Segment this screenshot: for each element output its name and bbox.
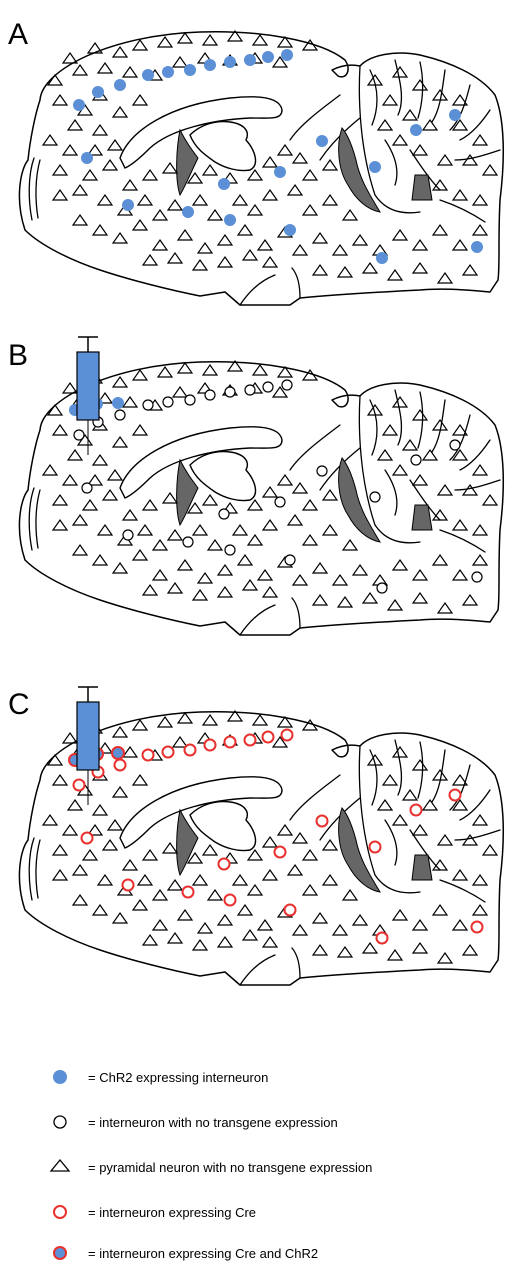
cre-chr2-interneuron [112,747,124,759]
interneuron [282,380,292,390]
interneuron [370,492,380,502]
legend-symbol-cre [54,1206,66,1218]
interneuron [205,390,215,400]
interneuron [472,572,482,582]
chr2-interneuron [274,166,286,178]
cre-interneuron [282,730,293,741]
interneuron [225,387,235,397]
cre-interneuron [317,816,328,827]
legend-item-none: = interneuron with no transgene expressi… [54,1115,338,1130]
cre-interneuron [123,880,134,891]
cre-interneuron [183,887,194,898]
chr2-interneuron [81,152,93,164]
legend-item-cre: = interneuron expressing Cre [54,1205,256,1220]
interneuron [285,555,295,565]
chr2-interneuron [262,51,274,63]
interneuron [225,545,235,555]
cre-interneuron [82,833,93,844]
legend-text-pyramidal: = pyramidal neuron with no transgene exp… [88,1160,372,1175]
interneuron [143,400,153,410]
chr2-interneuron [449,109,461,121]
panel-c-label: C [8,688,30,721]
cre-interneuron [163,747,174,758]
chr2-interneuron [224,214,236,226]
cre-interneuron [115,760,126,771]
interneuron [123,530,133,540]
cre-interneuron [225,737,236,748]
chr2-interneuron [142,69,154,81]
legend-text-cre: = interneuron expressing Cre [88,1205,256,1220]
legend-symbol-chr2 [53,1070,67,1084]
interneuron [74,430,84,440]
cre-interneuron [472,922,483,933]
cre-interneuron [450,790,461,801]
legend-item-pyramidal: = pyramidal neuron with no transgene exp… [51,1160,372,1175]
chr2-interneuron [281,49,293,61]
interneuron [82,483,92,493]
chr2-interneuron [284,224,296,236]
legend-symbol-none [54,1116,66,1128]
legend-text-none: = interneuron with no transgene expressi… [88,1115,338,1130]
chr2-interneuron [369,161,381,173]
interneuron [163,397,173,407]
chr2-interneuron [73,99,85,111]
chr2-interneuron [244,54,256,66]
interneuron [115,410,125,420]
chr2-interneuron [218,178,230,190]
cre-interneuron [275,847,286,858]
cre-interneuron [185,745,196,756]
chr2-interneuron [224,56,236,68]
chr2-interneuron [204,59,216,71]
cre-interneuron [377,933,388,944]
legend-item-cre-chr2: = interneuron expressing Cre and ChR2 [54,1246,318,1261]
cre-interneuron [263,732,274,743]
chr2-interneuron [182,206,194,218]
chr2-interneuron [410,124,422,136]
cre-interneuron [245,735,256,746]
interneuron [183,537,193,547]
cre-interneuron [219,859,230,870]
interneuron [219,509,229,519]
interneuron [450,440,460,450]
interneuron [377,583,387,593]
chr2-interneuron [122,199,134,211]
chr2-interneuron [162,66,174,78]
chr2-interneuron [92,86,104,98]
chr2-interneuron [184,64,196,76]
legend-symbol-cre-chr2 [54,1247,66,1259]
chr2-interneuron [316,135,328,147]
interneuron [411,455,421,465]
legend-symbol-pyramidal [51,1160,69,1171]
legend: = ChR2 expressing interneuron = interneu… [51,1070,372,1261]
cre-interneuron [285,905,296,916]
panel-b-label: B [8,339,28,372]
interneuron [245,385,255,395]
legend-text-cre-chr2: = interneuron expressing Cre and ChR2 [88,1246,318,1261]
cre-interneuron [205,740,216,751]
cre-interneuron [225,895,236,906]
interneuron [275,497,285,507]
brain-section-a [19,31,503,305]
cre-interneuron [74,780,85,791]
cre-interneuron [143,750,154,761]
chr2-interneuron [471,241,483,253]
interneuron [317,466,327,476]
cre-interneuron [411,805,422,816]
cre-interneuron [370,842,381,853]
chr2-interneuron [112,397,124,409]
chr2-interneuron [114,79,126,91]
interneuron [185,395,195,405]
panel-a-label: A [8,18,28,51]
legend-item-chr2: = ChR2 expressing interneuron [53,1070,268,1085]
interneuron [263,382,273,392]
chr2-interneuron [376,252,388,264]
legend-text-chr2: = ChR2 expressing interneuron [88,1070,268,1085]
